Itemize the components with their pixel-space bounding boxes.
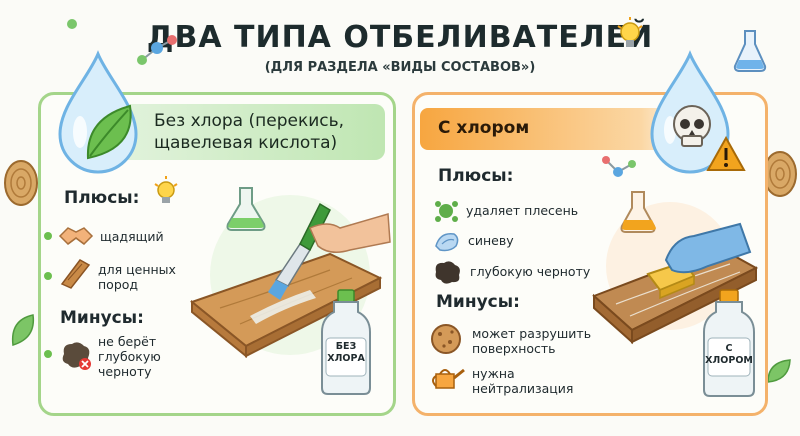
molecule-icon <box>137 35 177 65</box>
cons-title-right: Минусы: <box>436 292 520 312</box>
damaged-wood-icon <box>431 324 461 354</box>
pro-removes-mold: удаляет плесень <box>466 203 579 218</box>
lightbulb-icon <box>154 176 178 203</box>
molecule-icon <box>67 19 77 29</box>
bottle-label-chlorine: С ХЛОРОМ <box>705 343 753 367</box>
header-line: щавелевая кислота) <box>154 133 338 153</box>
pro-line: для ценных <box>98 262 176 277</box>
wood-board-sponge-illustration <box>592 191 759 345</box>
con-line: нейтрализация <box>472 381 574 396</box>
leaf-icon <box>11 314 35 346</box>
handshake-icon <box>58 227 94 245</box>
dark-stain-icon <box>62 342 91 370</box>
con-line: может разрушить <box>472 326 592 341</box>
bottle-label-line: С <box>725 343 733 354</box>
header-chlorine-bg <box>420 108 680 150</box>
bullet <box>44 232 52 240</box>
cons-title-left: Минусы: <box>60 308 144 328</box>
con-line: глубокую <box>98 349 161 364</box>
watering-can-icon <box>432 368 465 389</box>
blue-stain-icon <box>435 233 459 252</box>
bullet <box>44 350 52 358</box>
page-title: ДВА ТИПА ОТБЕЛИВАТЕЛЕЙ <box>146 20 654 55</box>
con-damage-surface: может разрушить поверхность <box>472 326 591 356</box>
pro-gentle: щадящий <box>100 229 164 244</box>
molecule-icon <box>602 156 636 177</box>
water-drop-leaf-icon <box>58 50 138 174</box>
flask-icon <box>733 30 767 72</box>
con-neutralization: нужна нейтрализация <box>472 366 573 396</box>
water-drop-skull-icon <box>650 50 746 174</box>
pro-line: пород <box>98 277 139 292</box>
page-subtitle: (ДЛЯ РАЗДЕЛА «ВИДЫ СОСТАВОВ») <box>264 60 536 75</box>
bottle-chlorine <box>703 289 755 397</box>
wood-slice-icon <box>763 151 797 197</box>
pro-valuable-wood: для ценных пород <box>98 262 176 292</box>
bottle-label-line: ХЛОРА <box>327 353 365 364</box>
con-no-deep-black: не берёт глубокую черноту <box>98 334 161 379</box>
bottle-label-no-chlorine: БЕЗ ХЛОРА <box>326 341 366 365</box>
mold-icon <box>435 201 458 222</box>
bottle-label-line: ХЛОРОМ <box>705 355 753 366</box>
pro-deep-black: глубокую черноту <box>470 264 591 279</box>
con-line: поверхность <box>472 341 556 356</box>
wood-slice-icon <box>4 160 38 206</box>
lightbulb-icon <box>617 17 643 47</box>
wood-plank-icon <box>60 259 91 289</box>
bullet <box>44 272 52 280</box>
header-no-chlorine: Без хлора (перекись, щавелевая кислота) <box>154 110 386 154</box>
pro-blue-stain: синеву <box>468 233 514 248</box>
pros-title-right: Плюсы: <box>438 166 514 186</box>
header-chlorine: С хлором <box>438 118 530 138</box>
bottle-label-line: БЕЗ <box>335 341 357 352</box>
con-line: нужна <box>472 366 515 381</box>
bottle-no-chlorine <box>321 289 371 395</box>
con-line: черноту <box>98 364 152 379</box>
black-stain-icon <box>435 261 460 284</box>
header-line: Без хлора (перекись, <box>154 111 345 131</box>
leaf-icon <box>767 359 791 383</box>
pros-title-left: Плюсы: <box>64 188 140 208</box>
con-line: не берёт <box>98 334 157 349</box>
